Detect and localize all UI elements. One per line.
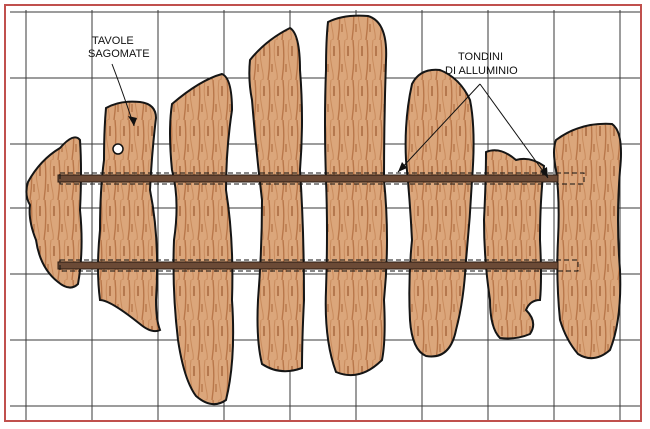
label-rods-line2: DI ALLUMINIO (445, 65, 518, 77)
label-rods-line1: TONDINI (458, 51, 503, 63)
aluminium-rods (57, 172, 585, 272)
board-6 (404, 68, 475, 358)
board-5 (324, 14, 388, 376)
board-8 (553, 122, 622, 360)
rod-top (57, 174, 559, 183)
label-boards-line2: SAGOMATE (88, 48, 150, 60)
leader-arrowheads (128, 116, 548, 178)
hole-mark (112, 143, 124, 155)
label-boards-line1: TAVOLE (92, 35, 134, 47)
board-2 (97, 100, 162, 333)
rod-bottom (57, 261, 559, 270)
board-3 (169, 72, 235, 406)
board-4 (248, 26, 306, 373)
rod-top-hidden (59, 172, 585, 185)
rod-bottom-hidden (59, 259, 579, 272)
shaped-boards (25, 14, 622, 406)
